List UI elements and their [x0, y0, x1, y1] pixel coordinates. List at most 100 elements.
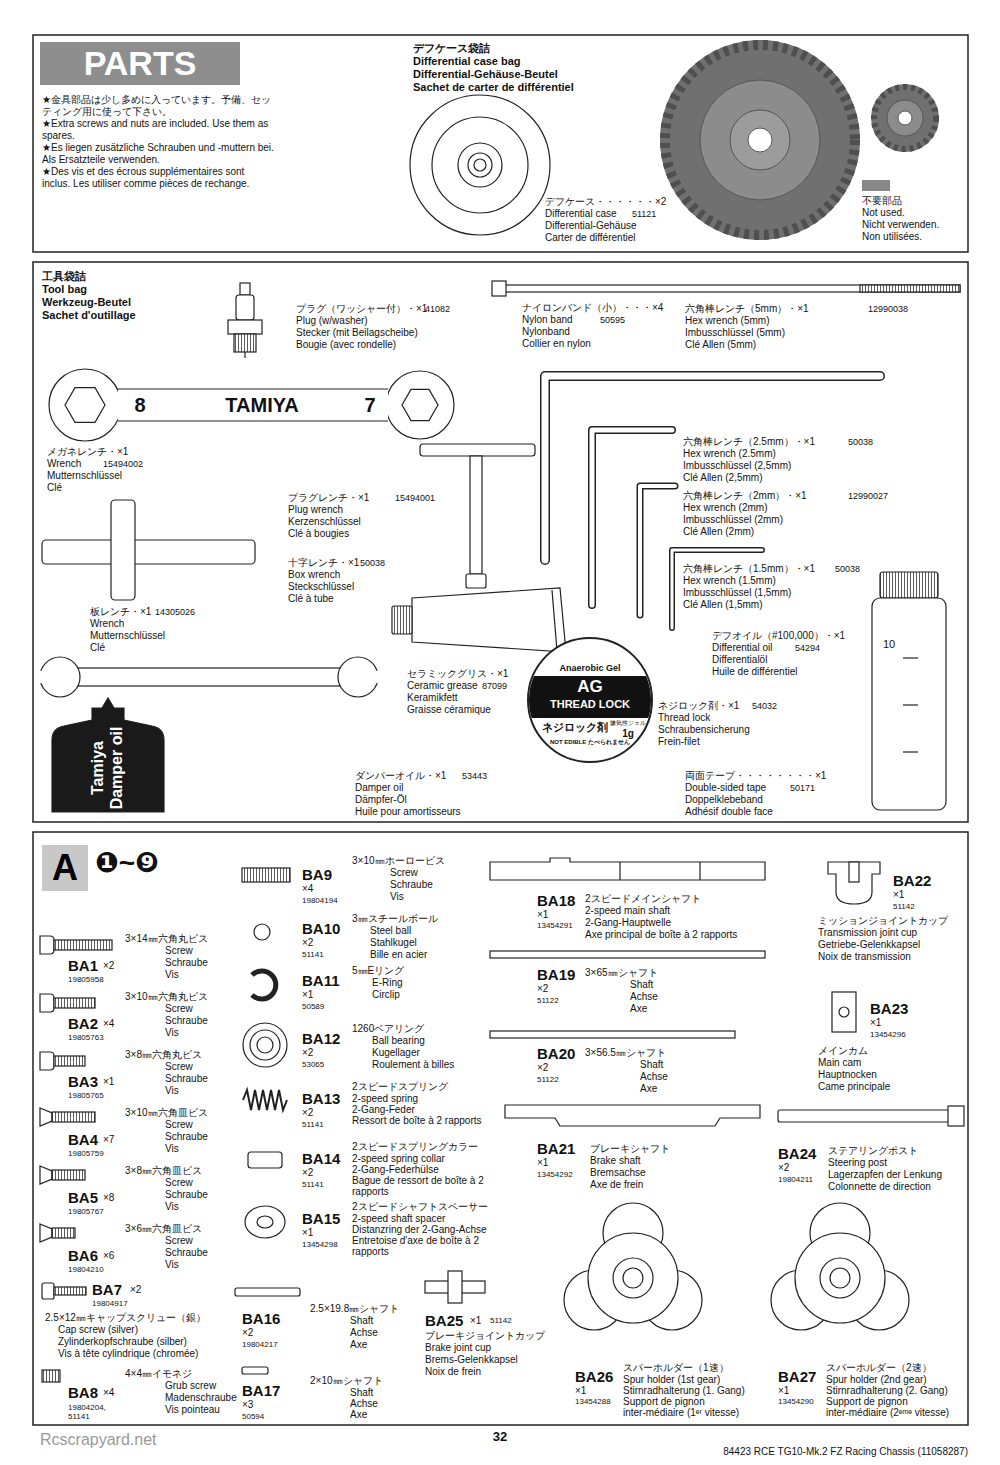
label-group: MutternschlüsselClé	[47, 470, 122, 494]
label-group: ×1	[103, 1076, 114, 1088]
label-group: ScrewSchraubeVis	[165, 1119, 208, 1155]
part-label: 3㎜スチールボール	[352, 913, 438, 925]
label-group: 3×14㎜六角丸ビス	[125, 933, 208, 945]
title-text: PARTS	[84, 45, 197, 82]
part-label: セラミックグリス・×1	[407, 668, 508, 680]
part-label: 2-Gang-Hauptwelle	[585, 917, 737, 929]
label-group: ×1	[537, 1157, 548, 1169]
part-label: Wrench	[47, 458, 81, 470]
part-label: ×1	[537, 909, 548, 921]
part-label: 3×8㎜六角丸ビス	[125, 1049, 202, 1061]
part-label: BA11	[302, 972, 340, 990]
part-label: Axe	[640, 1083, 668, 1095]
part-label: Differential-Gehäuse-Beutel	[413, 68, 574, 81]
label-group: Anaerobic Gel	[559, 663, 620, 674]
part-label: Rcscrapyard.net	[40, 1430, 157, 1449]
label-group: 3㎜スチールボール	[352, 913, 438, 925]
label-group: 53065	[302, 1060, 324, 1070]
label-group: ★金具部品は少し多めに入っています。予備、セッティング用に使って下さい。★Ext…	[42, 94, 274, 190]
label-group: 2-speed spring collar2-Gang-FederhülseBa…	[352, 1153, 502, 1197]
part-label: Achse	[350, 1327, 378, 1339]
label-group: ×2	[103, 960, 114, 972]
part-label: 2×10㎜シャフト	[310, 1375, 383, 1387]
part-label: BA18	[537, 892, 575, 910]
label-group: Ball bearingKugellagerRoulement à billes	[372, 1035, 454, 1071]
part-label: Imbusschlüssel (1,5mm)	[683, 587, 791, 599]
part-label: ×2	[302, 1047, 313, 1059]
part-label: Achse	[630, 991, 658, 1003]
label-group: 51141	[302, 1120, 324, 1130]
part-label: ×1	[537, 1157, 548, 1169]
label-group: ×2	[130, 1284, 141, 1296]
part-label: Steel ball	[370, 925, 427, 937]
part-label: 4×4㎜イモネジ	[125, 1368, 192, 1380]
label-group: BA10	[302, 920, 340, 938]
part-label: 50595	[600, 315, 625, 326]
part-label: Adhésif double face	[685, 806, 773, 818]
part-label: ステアリングポスト	[828, 1145, 918, 1157]
part-label: Clé à tube	[288, 593, 354, 605]
part-label: 3×65㎜シャフト	[585, 967, 658, 979]
part-label: 19804211	[778, 1175, 813, 1185]
label-group: ×4	[103, 1387, 114, 1399]
label-group: ScrewSchraubeVis	[165, 1003, 208, 1039]
part-label: BA14	[302, 1150, 340, 1168]
label-group: Plug (w/washer)Stecker (mit Beilagscheib…	[296, 315, 418, 351]
part-label: Shaft	[350, 1315, 378, 1327]
part-label: Hex wrench (1.5mm)	[683, 575, 791, 587]
label-group: BA8	[68, 1384, 98, 1402]
label-group: ×2	[242, 1327, 253, 1339]
part-label: 12990027	[848, 491, 888, 502]
label-group: ×1	[893, 889, 904, 901]
label-group: 50038	[835, 564, 860, 575]
label-group: 50038	[848, 437, 873, 448]
part-label: Steckschlüssel	[288, 581, 354, 593]
part-label: 54032	[752, 701, 777, 712]
label-group: Thread lockSchraubensicherungFrein-filet	[658, 712, 750, 748]
part-label: Achse	[350, 1398, 378, 1409]
label-group: BA21	[537, 1140, 575, 1158]
part-label: Huile de différentiel	[712, 666, 797, 678]
label-group: 50595	[600, 315, 625, 326]
label-group: Main camHauptnockenCame principale	[818, 1057, 890, 1093]
part-label: BA2	[68, 1015, 98, 1033]
part-label: Nylonband	[522, 326, 591, 338]
label-group: 5㎜Eリング	[352, 965, 404, 977]
part-label: BA13	[302, 1090, 340, 1108]
part-label: Brake joint cup	[425, 1342, 518, 1354]
part-label: ×1	[893, 889, 904, 901]
title-box: PARTS	[40, 42, 240, 85]
label-group: BA23	[870, 1000, 908, 1018]
part-label: 2スピードスプリング	[352, 1081, 448, 1093]
label-group: Brake joint cupBrems-GelenkkapselNoix de…	[425, 1342, 518, 1378]
label-group: 19804917	[92, 1299, 128, 1309]
label-group: BA13	[302, 1090, 340, 1108]
part-label: BA15	[302, 1210, 340, 1228]
label-group: Box wrenchSteckschlüsselClé à tube	[288, 569, 354, 605]
label-group: ×1	[302, 1227, 313, 1239]
label-group: 19804217	[242, 1340, 278, 1350]
label-group: 六角棒レンチ（2mm）・×1	[683, 490, 807, 502]
part-label: 84423 RCE TG10-Mk.2 FZ Racing Chassis (1…	[723, 1446, 968, 1458]
part-label: 15494001	[395, 493, 435, 504]
label-group: Brake shaftBremsachseAxe de frein	[590, 1155, 646, 1191]
label-group: 15494002	[103, 459, 143, 470]
label-group: ×1	[870, 1017, 881, 1029]
label-group: ×1	[302, 989, 313, 1001]
label-group: TAMIYA	[225, 393, 298, 417]
part-label: BA9	[302, 866, 332, 884]
part-label: Grub screw	[165, 1380, 237, 1392]
part-label: Keramikfett	[407, 692, 491, 704]
label-group: Spur holder (2nd gear)Stirnradhalterung …	[826, 1374, 949, 1418]
part-label: 51142	[893, 902, 915, 912]
label-group: ×2	[302, 1047, 313, 1059]
part-label: ×2	[103, 960, 114, 972]
part-label: ★Des vis et des écrous supplémentaires s…	[42, 166, 274, 190]
label-group: 2スピードスプリング	[352, 1081, 448, 1093]
part-label: Circlip	[372, 989, 403, 1001]
label-group: 13454290	[778, 1397, 814, 1407]
label-group: ×1	[778, 1385, 789, 1397]
part-label: 7	[364, 393, 375, 417]
label-group: BA9	[302, 866, 332, 884]
